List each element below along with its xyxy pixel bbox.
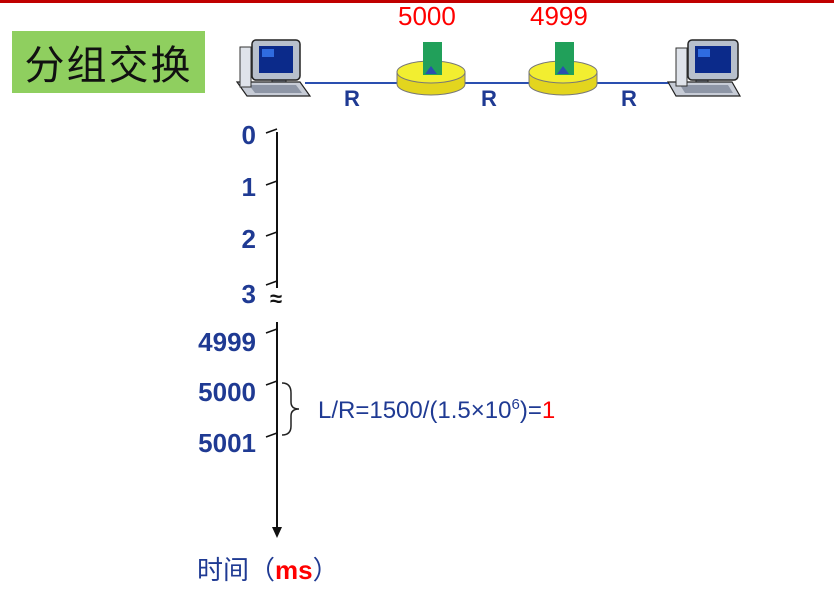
axis-tick — [266, 329, 277, 333]
formula-prefix: L/R=1500/(1.5×10 — [318, 397, 512, 424]
axis-break-symbol: ≈ — [270, 286, 282, 312]
formula-result: 1 — [542, 397, 555, 424]
formula-exponent: 6 — [512, 396, 520, 413]
computer-icon — [668, 40, 740, 96]
link-rate-label: R — [344, 86, 360, 112]
tick-label-0: 0 — [176, 120, 256, 151]
brace — [282, 383, 299, 435]
axis-tick — [266, 433, 277, 437]
time-axis-label: 时间（ms） — [197, 550, 339, 587]
transmission-delay-formula: L/R=1500/(1.5×106)=1 — [318, 396, 555, 425]
router-icon — [529, 42, 597, 95]
tick-label-4999: 4999 — [176, 327, 256, 358]
tick-label-5000: 5000 — [176, 377, 256, 408]
formula-suffix: )= — [520, 397, 542, 424]
tick-label-1: 1 — [176, 172, 256, 203]
axis-tick — [266, 181, 277, 185]
time-axis-label-prefix: 时间（ — [197, 556, 275, 586]
time-unit: ms — [275, 555, 313, 585]
tick-label-5001: 5001 — [176, 428, 256, 459]
tick-label-2: 2 — [176, 224, 256, 255]
link-rate-label: R — [621, 86, 637, 112]
axis-tick — [266, 381, 277, 385]
packet-label-5000: 5000 — [398, 1, 456, 32]
arrow-down-icon — [272, 527, 282, 538]
time-axis-label-suffix: ） — [313, 556, 339, 586]
computer-icon — [237, 40, 310, 96]
axis-tick — [266, 232, 277, 236]
tick-label-3: 3 — [176, 279, 256, 310]
axis-tick — [266, 129, 277, 133]
packet-label-4999: 4999 — [530, 1, 588, 32]
router-icon — [397, 42, 465, 95]
link-rate-label: R — [481, 86, 497, 112]
axis-tick — [266, 281, 277, 285]
